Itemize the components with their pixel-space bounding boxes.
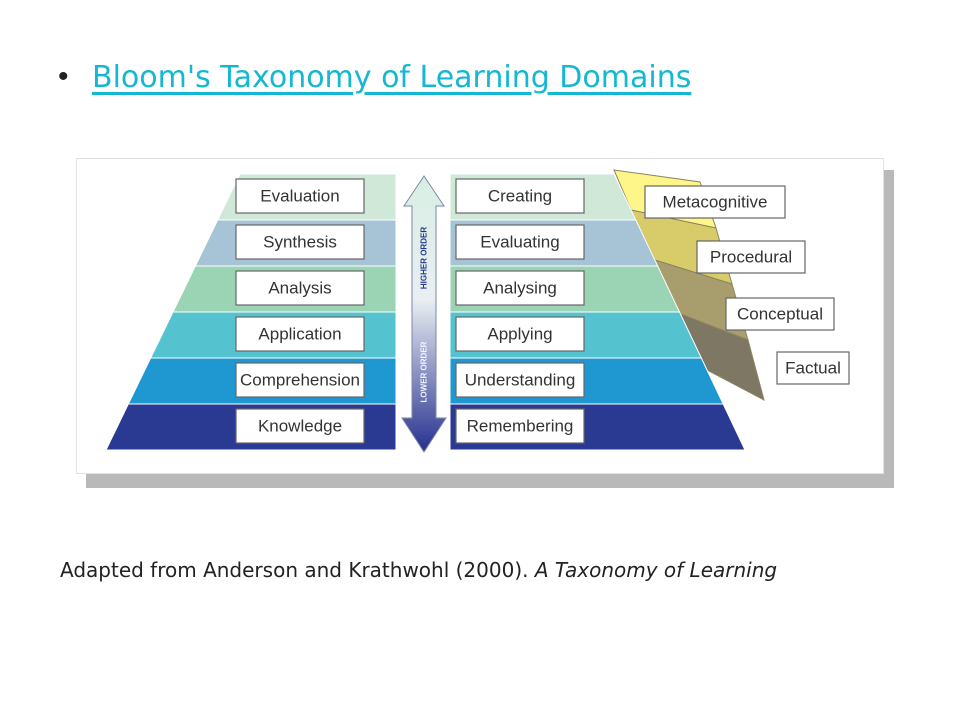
order-arrow	[402, 176, 446, 452]
revised-level-remembering: Remembering	[467, 417, 574, 436]
knowledge-label-metacognitive: Metacognitive	[663, 193, 768, 212]
original-level-application: Application	[258, 325, 341, 344]
knowledge-label-procedural: Procedural	[710, 248, 792, 267]
caption-text: Adapted from Anderson and Krathwohl (200…	[60, 558, 535, 582]
revised-level-evaluating: Evaluating	[480, 233, 559, 252]
original-level-analysis: Analysis	[268, 279, 331, 298]
lower-order-label: LOWER ORDER	[420, 341, 429, 402]
original-level-synthesis: Synthesis	[263, 233, 337, 252]
caption-italic: A Taxonomy of Learning	[535, 558, 777, 582]
original-level-comprehension: Comprehension	[240, 371, 360, 390]
original-level-knowledge: Knowledge	[258, 417, 342, 436]
higher-order-label: HIGHER ORDER	[420, 227, 429, 289]
caption: Adapted from Anderson and Krathwohl (200…	[60, 558, 777, 582]
revised-level-understanding: Understanding	[465, 371, 576, 390]
original-level-evaluation: Evaluation	[260, 187, 339, 206]
revised-level-analysing: Analysing	[483, 279, 557, 298]
revised-level-creating: Creating	[488, 187, 552, 206]
knowledge-label-factual: Factual	[785, 359, 841, 378]
revised-level-applying: Applying	[487, 325, 552, 344]
knowledge-label-conceptual: Conceptual	[737, 305, 823, 324]
